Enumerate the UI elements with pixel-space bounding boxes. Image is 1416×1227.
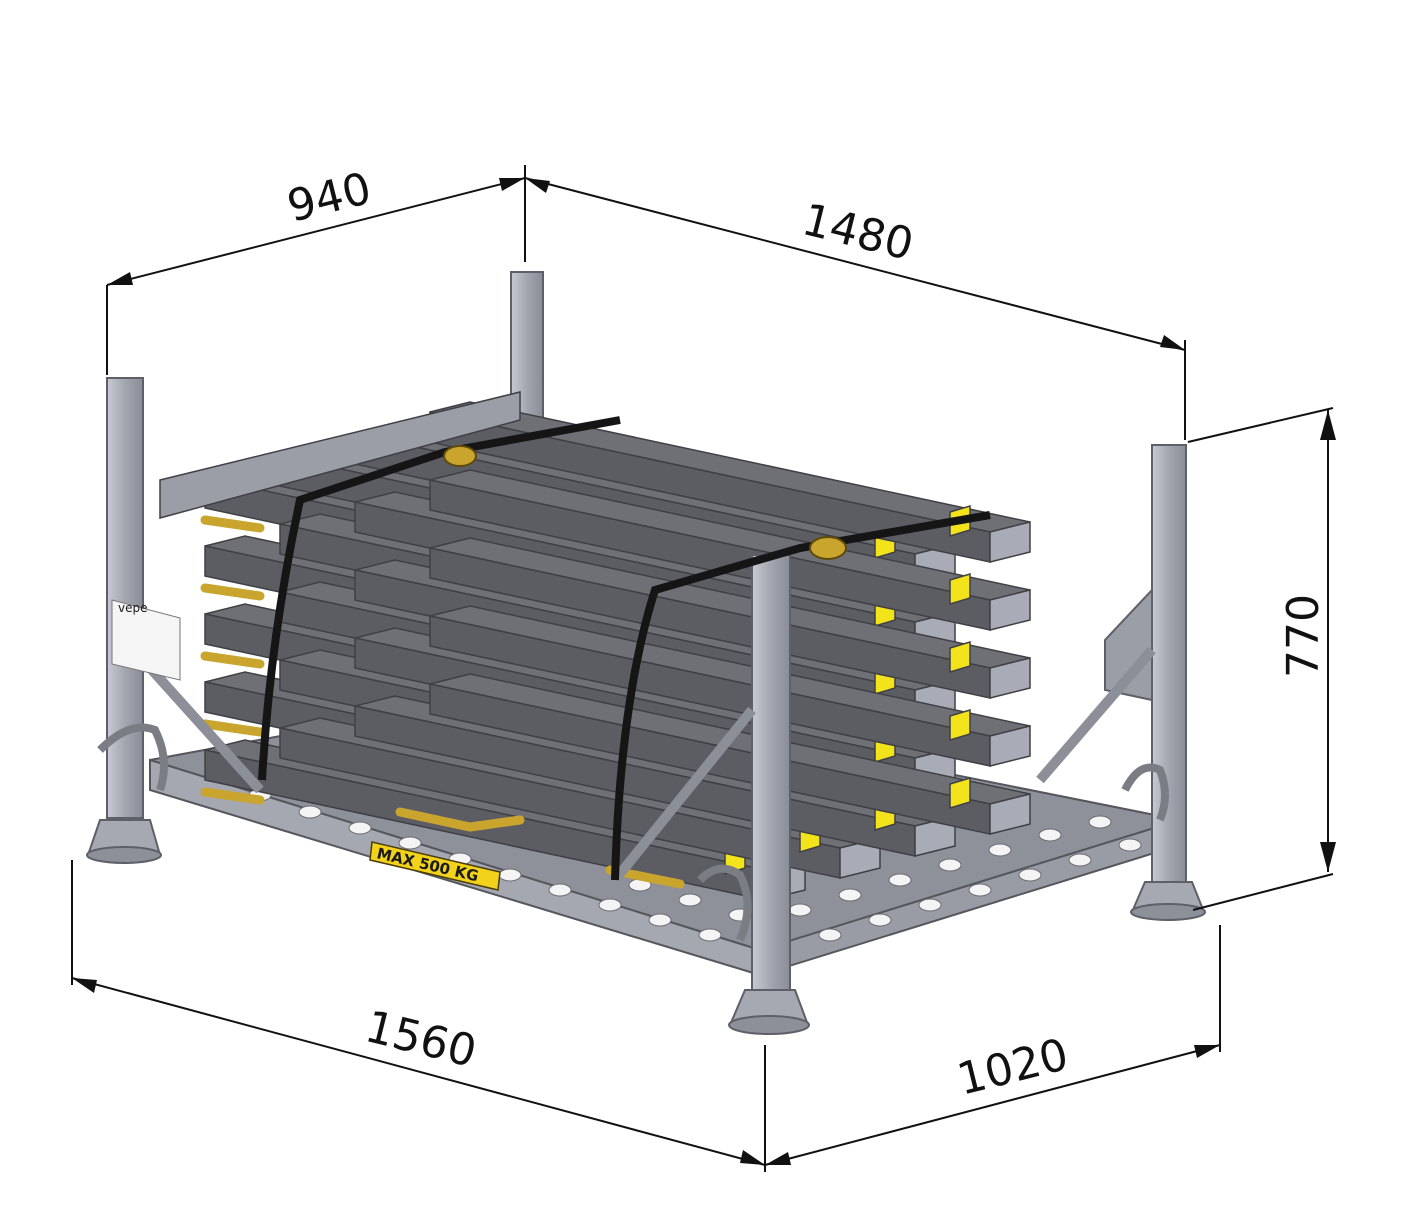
yellow-tag bbox=[949, 640, 971, 674]
dim-label-1020: 1020 bbox=[952, 1029, 1073, 1106]
far-right-post bbox=[1036, 444, 1206, 921]
yellow-tag bbox=[949, 708, 971, 742]
beam-end-cap bbox=[989, 521, 1031, 563]
dim-label-1560: 1560 bbox=[360, 1001, 481, 1078]
beam-end-cap bbox=[989, 725, 1031, 767]
beam-end-cap bbox=[989, 793, 1031, 835]
beam-end-cap bbox=[989, 657, 1031, 699]
dimension-770: 770 bbox=[1187, 407, 1336, 911]
dim-label-770: 770 bbox=[1278, 594, 1329, 678]
front-near-post bbox=[611, 554, 810, 1035]
left-end-frame bbox=[159, 391, 521, 519]
front-left-post bbox=[86, 377, 264, 864]
dim-label-940: 940 bbox=[282, 163, 376, 233]
ratchet-buckle-right bbox=[809, 536, 847, 560]
dimension-1480: 1480 bbox=[524, 177, 1186, 440]
side-label-brand: vepe bbox=[118, 601, 147, 615]
beam-end-cap bbox=[989, 589, 1031, 631]
side-label: vepe bbox=[111, 599, 181, 681]
strap-left bbox=[258, 416, 621, 781]
strap-right bbox=[611, 511, 991, 881]
dim-label-1480: 1480 bbox=[797, 194, 918, 271]
dimension-940: 940 bbox=[106, 163, 526, 375]
yellow-tag bbox=[949, 776, 971, 810]
yellow-tag bbox=[949, 572, 971, 606]
dimension-1020: 1020 bbox=[764, 925, 1221, 1166]
ratchet-buckle-left bbox=[443, 445, 477, 467]
